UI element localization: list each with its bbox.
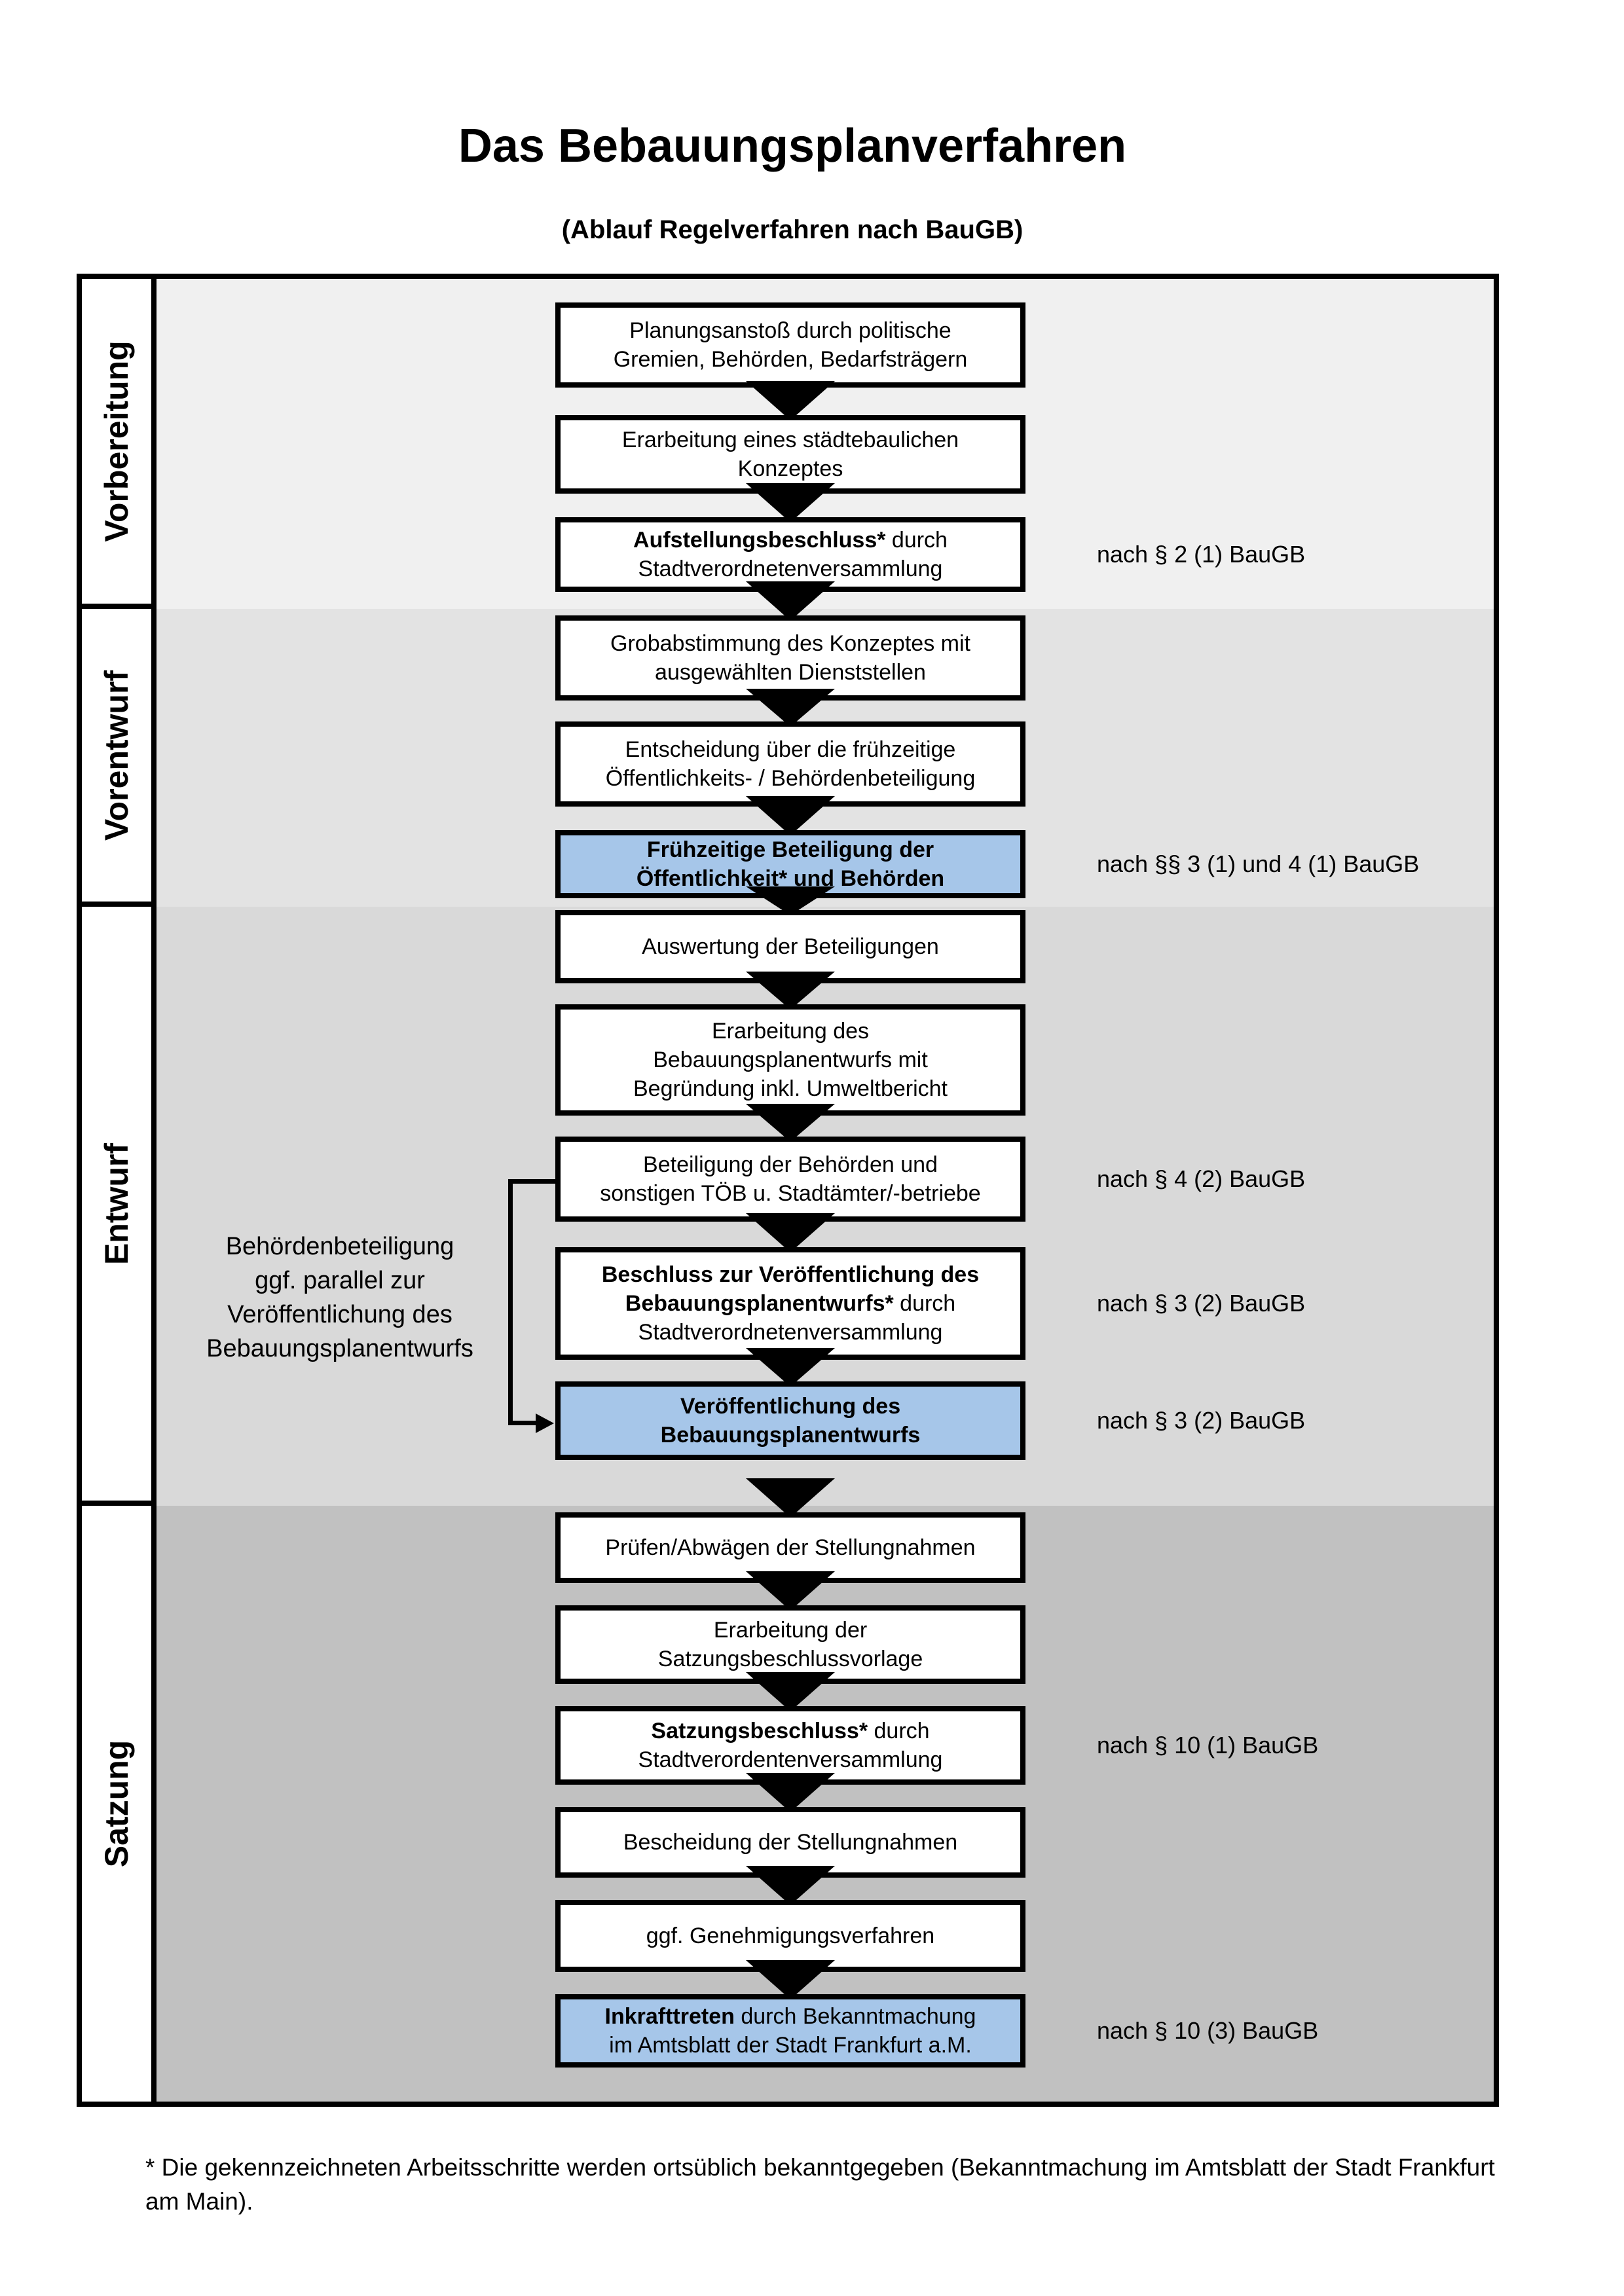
footnote: * Die gekennzeichneten Arbeitsschritte w…: [145, 2154, 1495, 2215]
flow-box-line: sonstigen TÖB u. Stadtämter/-betriebe: [600, 1181, 981, 1206]
flow-box-line: Begründung inkl. Umweltbericht: [633, 1076, 948, 1101]
parallel-note-line: Veröffentlichung des: [227, 1301, 452, 1328]
down-arrow-icon: [746, 483, 835, 522]
flow-box-line: Bebauungsplanentwurfs mit: [653, 1048, 928, 1072]
page-title: Das Bebauungsplanverfahren: [458, 120, 1127, 172]
phase-label: Vorentwurf: [98, 670, 135, 841]
flow-box-line: Bebauungsplanentwurfs* durch: [625, 1291, 956, 1316]
flow-box-line: Erarbeitung des: [711, 1019, 870, 1044]
flow-box-line: Stadtverordnetenversammlung: [638, 1320, 943, 1345]
flow-box-line: im Amtsblatt der Stadt Frankfurt a.M.: [609, 2033, 972, 2058]
flowchart-frame: Vorbereitung Vorentwurf Entwurf Satzung …: [77, 274, 1499, 2107]
flow-box-line: Stadtverordnetenversammlung: [638, 556, 943, 581]
legal-ref: nach § 10 (3) BauGB: [1097, 2017, 1319, 2044]
flow-box-line: Entscheidung über die frühzeitige: [625, 737, 956, 762]
down-arrow-icon: [746, 1478, 835, 1518]
flow-box-line: Prüfen/Abwägen der Stellungnahmen: [605, 1535, 976, 1560]
flow-box-line: Erarbeitung der: [713, 1618, 868, 1643]
flow-box-line: Auswertung der Beteiligungen: [642, 934, 939, 959]
down-arrow-icon: [746, 886, 835, 915]
bracket-vertical-line: [508, 1179, 513, 1425]
down-arrow-icon: [746, 381, 835, 420]
flow-box-line: Öffentlichkeits- / Behördenbeteiligung: [605, 766, 976, 791]
parallel-note-line: Bebauungsplanentwurfs: [206, 1335, 473, 1362]
flow-box-line: Grobabstimmung des Konzeptes mit: [610, 631, 970, 656]
down-arrow-icon: [746, 1672, 835, 1711]
down-arrow-icon: [746, 796, 835, 835]
phase-label: Vorbereitung: [98, 340, 135, 542]
flow-box-line: Bescheidung der Stellungnahmen: [623, 1830, 958, 1855]
flow-box-line: Beteiligung der Behörden und: [643, 1152, 938, 1177]
down-arrow-icon: [746, 1104, 835, 1142]
legal-ref: nach § 2 (1) BauGB: [1097, 541, 1306, 568]
flow-box-line: Satzungsbeschluss* durch: [651, 1719, 930, 1743]
flow-box-line: Erarbeitung eines städtebaulichen: [621, 428, 959, 452]
down-arrow-icon: [746, 972, 835, 1010]
flow-box-line: Bebauungsplanentwurfs: [660, 1423, 921, 1448]
down-arrow-icon: [746, 1571, 835, 1611]
parallel-note: Behördenbeteiligung ggf. parallel zur Ve…: [202, 1230, 477, 1366]
flow-box-line: Konzeptes: [737, 456, 843, 481]
flow-box-line: Beschluss zur Veröffentlichung des: [601, 1262, 980, 1287]
bracket-bottom-line: [508, 1421, 537, 1425]
legal-ref: nach § 3 (2) BauGB: [1097, 1290, 1306, 1317]
parallel-note-line: Behördenbeteiligung: [225, 1233, 454, 1260]
flow-box-line: Veröffentlichung des: [680, 1394, 901, 1419]
flow-box-line: Satzungsbeschlussvorlage: [657, 1647, 923, 1671]
flow-box-line: ggf. Genehmigungsverfahren: [646, 1923, 935, 1948]
legal-ref: nach §§ 3 (1) und 4 (1) BauGB: [1097, 850, 1420, 877]
phase-label-cell: Satzung: [82, 1506, 157, 2102]
down-arrow-icon: [746, 1866, 835, 1905]
flow-box: Inkrafttreten durch Bekanntmachung im Amt…: [555, 1994, 1025, 2068]
flow-box-line: Stadtverordentenversammlung: [638, 1747, 943, 1772]
parallel-note-line: ggf. parallel zur: [255, 1267, 425, 1294]
down-arrow-icon: [746, 581, 835, 621]
bracket-top-line: [508, 1179, 555, 1184]
down-arrow-icon: [746, 1773, 835, 1812]
phase-label: Satzung: [98, 1740, 135, 1868]
phase-label-cell: Vorbereitung: [82, 279, 157, 609]
phase-label-cell: Entwurf: [82, 907, 157, 1506]
flow-box: Grobabstimmung des Konzeptes mit ausgewäh…: [555, 615, 1025, 701]
legal-ref: nach § 10 (1) BauGB: [1097, 1732, 1319, 1758]
down-arrow-icon: [746, 1348, 835, 1387]
flow-box-line: Gremien, Behörden, Bedarfsträgern: [613, 347, 968, 372]
phase-label: Entwurf: [98, 1142, 135, 1265]
flow-box: Beteiligung der Behörden und sonstigen TÖ…: [555, 1137, 1025, 1222]
legal-ref: nach § 3 (2) BauGB: [1097, 1407, 1306, 1434]
flow-box-line: Aufstellungsbeschluss* durch: [633, 528, 948, 553]
flow-box-line: ausgewählten Dienststellen: [655, 660, 926, 685]
down-arrow-icon: [746, 689, 835, 727]
down-arrow-icon: [746, 1213, 835, 1252]
flow-box-line: Frühzeitige Beteiligung der: [646, 837, 934, 862]
down-arrow-icon: [746, 1960, 835, 1999]
flow-box-line: Inkrafttreten durch Bekanntmachung: [604, 2004, 976, 2029]
page-subtitle: (Ablauf Regelverfahren nach BauGB): [561, 215, 1024, 244]
legal-ref: nach § 4 (2) BauGB: [1097, 1165, 1306, 1192]
phase-label-cell: Vorentwurf: [82, 609, 157, 907]
bracket-arrowhead-icon: [536, 1413, 554, 1433]
flow-box-line: Planungsanstoß durch politische: [629, 318, 951, 343]
